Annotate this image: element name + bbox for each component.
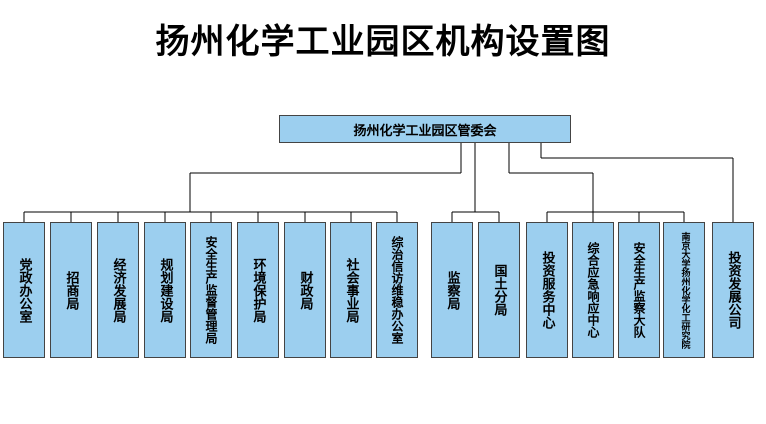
dept-node-label: 经济发展局 — [110, 257, 126, 323]
dept-node-label: 规划建设局 — [157, 257, 173, 323]
dept-node-label: 招商局 — [63, 270, 79, 310]
dept-node-label: 南京大学扬州化学化工研究院 — [679, 231, 690, 349]
dept-node-label: 投资发展公司 — [725, 251, 741, 329]
root-node-management-committee: 扬州化学工业园区管委会 — [279, 115, 571, 143]
dept-node-investment-service-center: 投资服务中心 — [526, 222, 568, 358]
dept-node-safety-inspection-brigade: 安全生产监察大队 — [618, 222, 660, 358]
dept-node-party-office: 党政办公室 — [3, 222, 45, 358]
dept-node-label: 安全生产监督管理局 — [204, 236, 218, 344]
dept-node-label: 财政局 — [297, 270, 313, 310]
dept-node-social-affairs-bureau: 社会事业局 — [330, 222, 372, 358]
dept-node-land-branch-bureau: 国土分局 — [478, 222, 520, 358]
dept-node-label: 环境保护局 — [250, 257, 266, 323]
dept-node-label: 综治信访维稳办公室 — [390, 236, 404, 344]
dept-node-label: 党政办公室 — [16, 257, 32, 323]
dept-node-finance-bureau: 财政局 — [284, 222, 326, 358]
dept-node-petition-stability-office: 综治信访维稳办公室 — [376, 222, 418, 358]
dept-node-emergency-response-center: 综合应急响应中心 — [572, 222, 614, 358]
chart-title: 扬州化学工业园区机构设置图 — [155, 22, 611, 62]
dept-node-label: 安全生产监察大队 — [632, 242, 646, 338]
dept-node-label: 社会事业局 — [343, 257, 359, 323]
dept-node-label: 投资服务中心 — [539, 251, 555, 329]
dept-node-nju-chemical-research-institute: 南京大学扬州化学化工研究院 — [663, 222, 705, 358]
dept-node-investment-bureau: 招商局 — [50, 222, 92, 358]
dept-node-environmental-protection-bureau: 环境保护局 — [237, 222, 279, 358]
dept-node-safety-supervision-bureau: 安全生产监督管理局 — [190, 222, 232, 358]
root-node-label: 扬州化学工业园区管委会 — [353, 123, 497, 139]
dept-node-label: 监察局 — [444, 270, 460, 310]
dept-node-planning-construction-bureau: 规划建设局 — [144, 222, 186, 358]
dept-node-investment-development-company: 投资发展公司 — [712, 222, 754, 358]
dept-node-supervision-bureau: 监察局 — [431, 222, 473, 358]
dept-node-economic-development-bureau: 经济发展局 — [97, 222, 139, 358]
dept-node-label: 综合应急响应中心 — [586, 242, 600, 338]
dept-node-label: 国土分局 — [491, 264, 507, 316]
